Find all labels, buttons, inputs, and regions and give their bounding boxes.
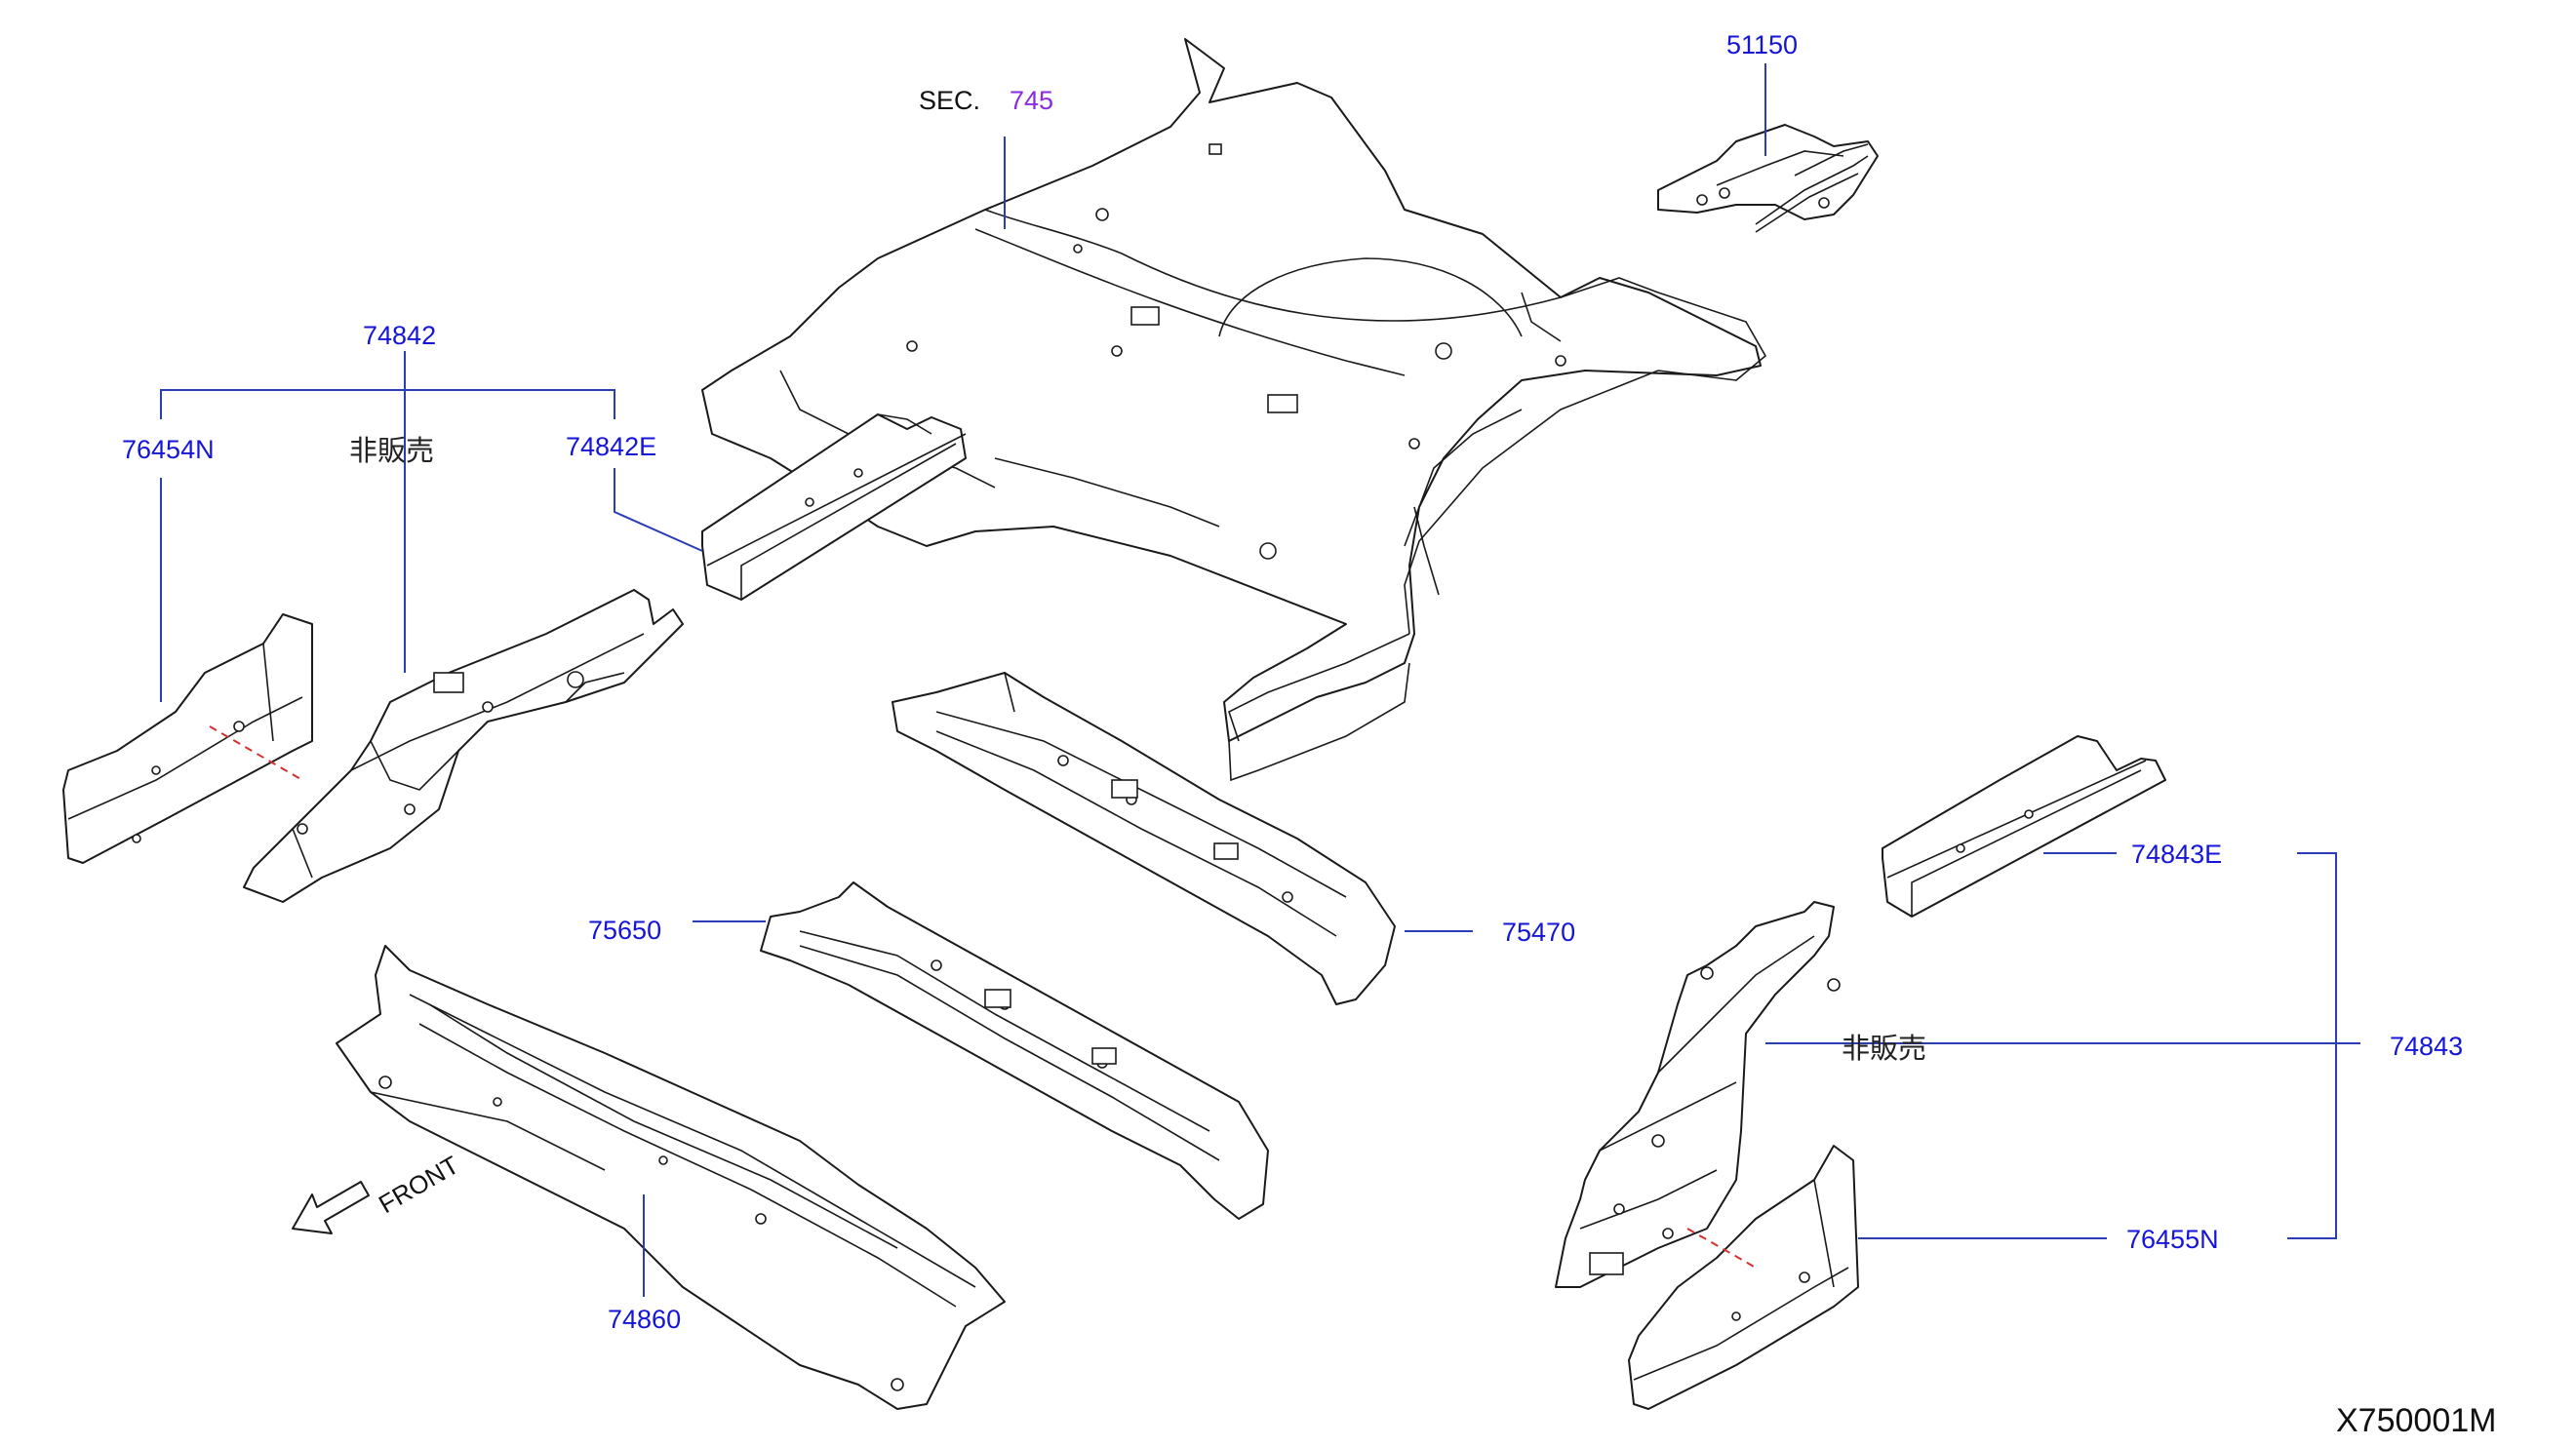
part-label-76455N[interactable]: 76455N	[2126, 1225, 2219, 1254]
section-ref-prefix: SEC.	[919, 86, 980, 115]
rear-floor-panel	[701, 38, 1767, 782]
front-label: FRONT	[374, 1150, 464, 1219]
cross-member-75470	[892, 672, 1396, 1005]
not-for-sale-note-left: 非販売	[349, 434, 434, 467]
bracket-51150	[1657, 124, 1879, 233]
reinforcement-76454N	[62, 613, 313, 864]
part-label-74843[interactable]: 74843	[2390, 1032, 2463, 1061]
part-label-74860[interactable]: 74860	[608, 1305, 681, 1334]
part-label-75470[interactable]: 75470	[1502, 918, 1575, 947]
part-label-51150[interactable]: 51150	[1726, 30, 1798, 59]
floor-member-74860	[336, 945, 1006, 1410]
labels: SEC. 745 51150 74842 76454N 非販売 74842E 7…	[122, 30, 2496, 1439]
part-label-74842E[interactable]: 74842E	[566, 432, 656, 461]
reinforcement-76455N	[1628, 1145, 1859, 1410]
part-label-75650[interactable]: 75650	[588, 916, 661, 945]
front-arrow: FRONT	[292, 1150, 464, 1234]
part-label-74843E[interactable]: 74843E	[2131, 840, 2222, 869]
side-member-74843	[1555, 901, 1841, 1288]
side-member-74842	[243, 589, 684, 903]
member-74843E	[1882, 735, 2166, 918]
part-label-76454N[interactable]: 76454N	[122, 435, 215, 464]
part-label-74842[interactable]: 74842	[363, 321, 436, 350]
cross-member-75650	[760, 881, 1269, 1220]
diagram-code: X750001M	[2336, 1402, 2496, 1439]
member-74842E	[701, 413, 967, 601]
leader-lines	[160, 63, 2360, 1297]
section-ref-number[interactable]: 745	[1010, 86, 1053, 115]
not-for-sale-note-right: 非販売	[1842, 1032, 1926, 1065]
